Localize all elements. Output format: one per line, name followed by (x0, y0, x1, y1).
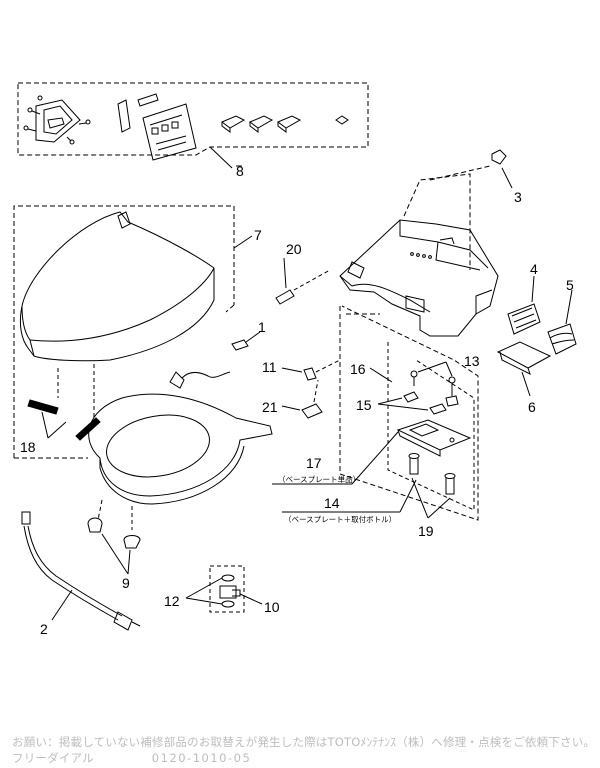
callout-2: 2 (40, 621, 48, 637)
main-unit (339, 219, 499, 337)
footer-note: お願い：掲載していない補修部品のお取替えが発生した際はTOTOﾒﾝﾃﾅﾝｽ（株）… (12, 735, 596, 749)
supply-hose (21, 511, 141, 631)
screws-13 (410, 370, 459, 407)
base-assembly-box (339, 305, 479, 521)
callout-15: 15 (356, 397, 372, 413)
part-21 (301, 379, 323, 419)
valve-box (209, 565, 245, 613)
filter-5 (547, 323, 577, 355)
part-1 (231, 339, 249, 351)
bolts-19 (408, 453, 456, 495)
callout-11: 11 (262, 359, 277, 375)
callout-6: 6 (528, 399, 536, 415)
callout-7: 7 (254, 227, 262, 243)
wall-plate (23, 95, 91, 145)
callout-10: 10 (264, 599, 280, 615)
group-7-box (13, 205, 235, 459)
callout-9: 9 (122, 575, 130, 591)
toilet-seat (88, 371, 273, 505)
callout-12: 12 (164, 593, 180, 609)
pads (221, 115, 349, 133)
callout-3: 3 (514, 189, 522, 205)
callout-8: 8 (236, 163, 244, 179)
callout-1: 1 (258, 319, 266, 335)
base-plate-17 (396, 419, 472, 457)
leader-lines (41, 165, 573, 621)
callout-18: 18 (20, 439, 36, 455)
valve-parts (219, 574, 241, 608)
sublabel-14: （ベースプレート＋取付ボトル） (284, 514, 396, 524)
dial-label: フリーダイアル (12, 751, 94, 765)
part-3 (491, 149, 507, 165)
callout-17: 17 (306, 455, 322, 471)
callout-14: 14 (324, 495, 340, 511)
callout-16: 16 (350, 361, 366, 377)
hinge-rods (27, 399, 101, 441)
filter-4 (507, 303, 541, 335)
callout-5: 5 (566, 277, 574, 293)
callout-numbers: 8 3 7 4 5 6 20 1 11 21 16 13 15 17 （ベースプ… (20, 163, 574, 637)
footer-dial: フリーダイアル 0120-1010-05 (12, 750, 251, 766)
callout-20: 20 (286, 241, 302, 257)
callout-21: 21 (262, 399, 278, 415)
callout-19: 19 (418, 523, 434, 539)
seat-lid (19, 211, 215, 362)
remote-controller (117, 93, 197, 161)
dial-number: 0120-1010-05 (151, 751, 252, 765)
clips-15 (403, 391, 447, 415)
part-20 (275, 269, 331, 305)
base-plate-6 (496, 341, 552, 375)
hinge-caps (87, 517, 141, 549)
part-11 (303, 359, 341, 381)
callout-4: 4 (530, 261, 538, 277)
callout-13: 13 (464, 353, 480, 369)
sublabel-17: （ベースプレート単品） (278, 474, 360, 484)
